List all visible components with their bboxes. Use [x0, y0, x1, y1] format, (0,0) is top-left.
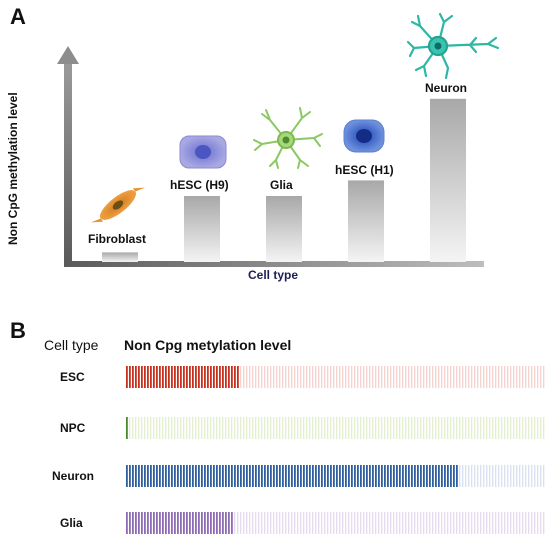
neuron-icon [406, 12, 500, 80]
fibroblast-cell-icon [90, 187, 146, 223]
bar-label-glia: Glia [270, 178, 293, 192]
bar-label-fibroblast: Fibroblast [88, 232, 147, 246]
bar-label-hesc-h9: hESC (H9) [170, 178, 229, 192]
row-label-glia: Glia [60, 516, 83, 530]
x-axis-label: Cell type [248, 268, 299, 282]
panel-b: B Cell type Non Cpg metylation level ESC… [0, 310, 550, 538]
y-axis-arrow [57, 46, 79, 64]
x-axis [64, 261, 484, 267]
row-label-npc: NPC [60, 421, 86, 435]
column-header-cell-type: Cell type [44, 337, 99, 353]
bar-label-neuron: Neuron [425, 81, 467, 95]
bar-hesc-h1 [348, 180, 384, 262]
row-label-neuron: Neuron [52, 469, 94, 483]
methylation-bar-neuron [126, 465, 546, 487]
bar-fibroblast [102, 252, 138, 262]
y-axis-label: Non CpG methylation level [6, 92, 20, 245]
row-label-esc: ESC [60, 370, 85, 384]
bar-glia [266, 196, 302, 262]
panel-label-b: B [10, 318, 26, 343]
stem-cell-icon [179, 135, 227, 169]
methylation-bar-npc [126, 417, 546, 439]
panel-label-a: A [10, 4, 26, 29]
y-axis [64, 62, 72, 264]
bar-label-hesc-h1: hESC (H1) [335, 163, 394, 177]
glial-cell-icon [253, 107, 323, 169]
panel-a: A [6, 4, 500, 282]
stem-cell-icon [343, 119, 385, 153]
bar-hesc-h9 [184, 196, 220, 262]
methylation-bar-glia [126, 512, 546, 534]
bar-neuron [430, 98, 466, 262]
bar-chart [57, 12, 500, 267]
methylation-bar-esc [126, 366, 546, 388]
column-header-methylation: Non Cpg metylation level [124, 337, 292, 353]
